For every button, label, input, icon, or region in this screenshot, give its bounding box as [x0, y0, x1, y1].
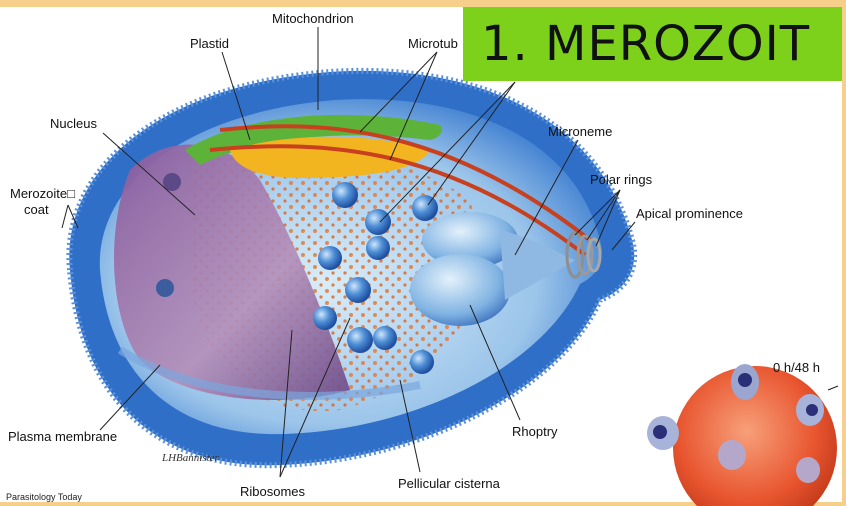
- label-merozoite-coat-line2: coat: [24, 202, 49, 217]
- rhoptry-shape-2: [410, 254, 510, 326]
- label-plasma-membrane: Plasma membrane: [8, 429, 117, 444]
- title-banner: 1. MEROZOIT: [463, 7, 842, 81]
- label-mitochondrion: Mitochondrion: [272, 11, 354, 26]
- label-plastid: Plastid: [190, 36, 229, 51]
- label-pellicular-cisterna: Pellicular cisterna: [398, 476, 500, 491]
- label-apical-prominence: Apical prominence: [636, 206, 743, 221]
- label-microneme: Microneme: [548, 124, 612, 139]
- label-time: 0 h/48 h: [773, 360, 820, 375]
- label-rhoptry: Rhoptry: [512, 424, 558, 439]
- red-blood-cell-cluster: [647, 364, 837, 506]
- illustrator-signature: LHBannister: [162, 452, 219, 464]
- label-merozoite-coat-line1: Merozoite□: [10, 186, 75, 201]
- source-credit: Parasitology Today: [6, 492, 82, 502]
- label-ribosomes: Ribosomes: [240, 484, 305, 499]
- slide-title: 1. MEROZOIT: [481, 11, 810, 77]
- label-nucleus: Nucleus: [50, 116, 97, 131]
- label-microtubules: Microtub: [408, 36, 458, 51]
- label-polar-rings: Polar rings: [590, 172, 652, 187]
